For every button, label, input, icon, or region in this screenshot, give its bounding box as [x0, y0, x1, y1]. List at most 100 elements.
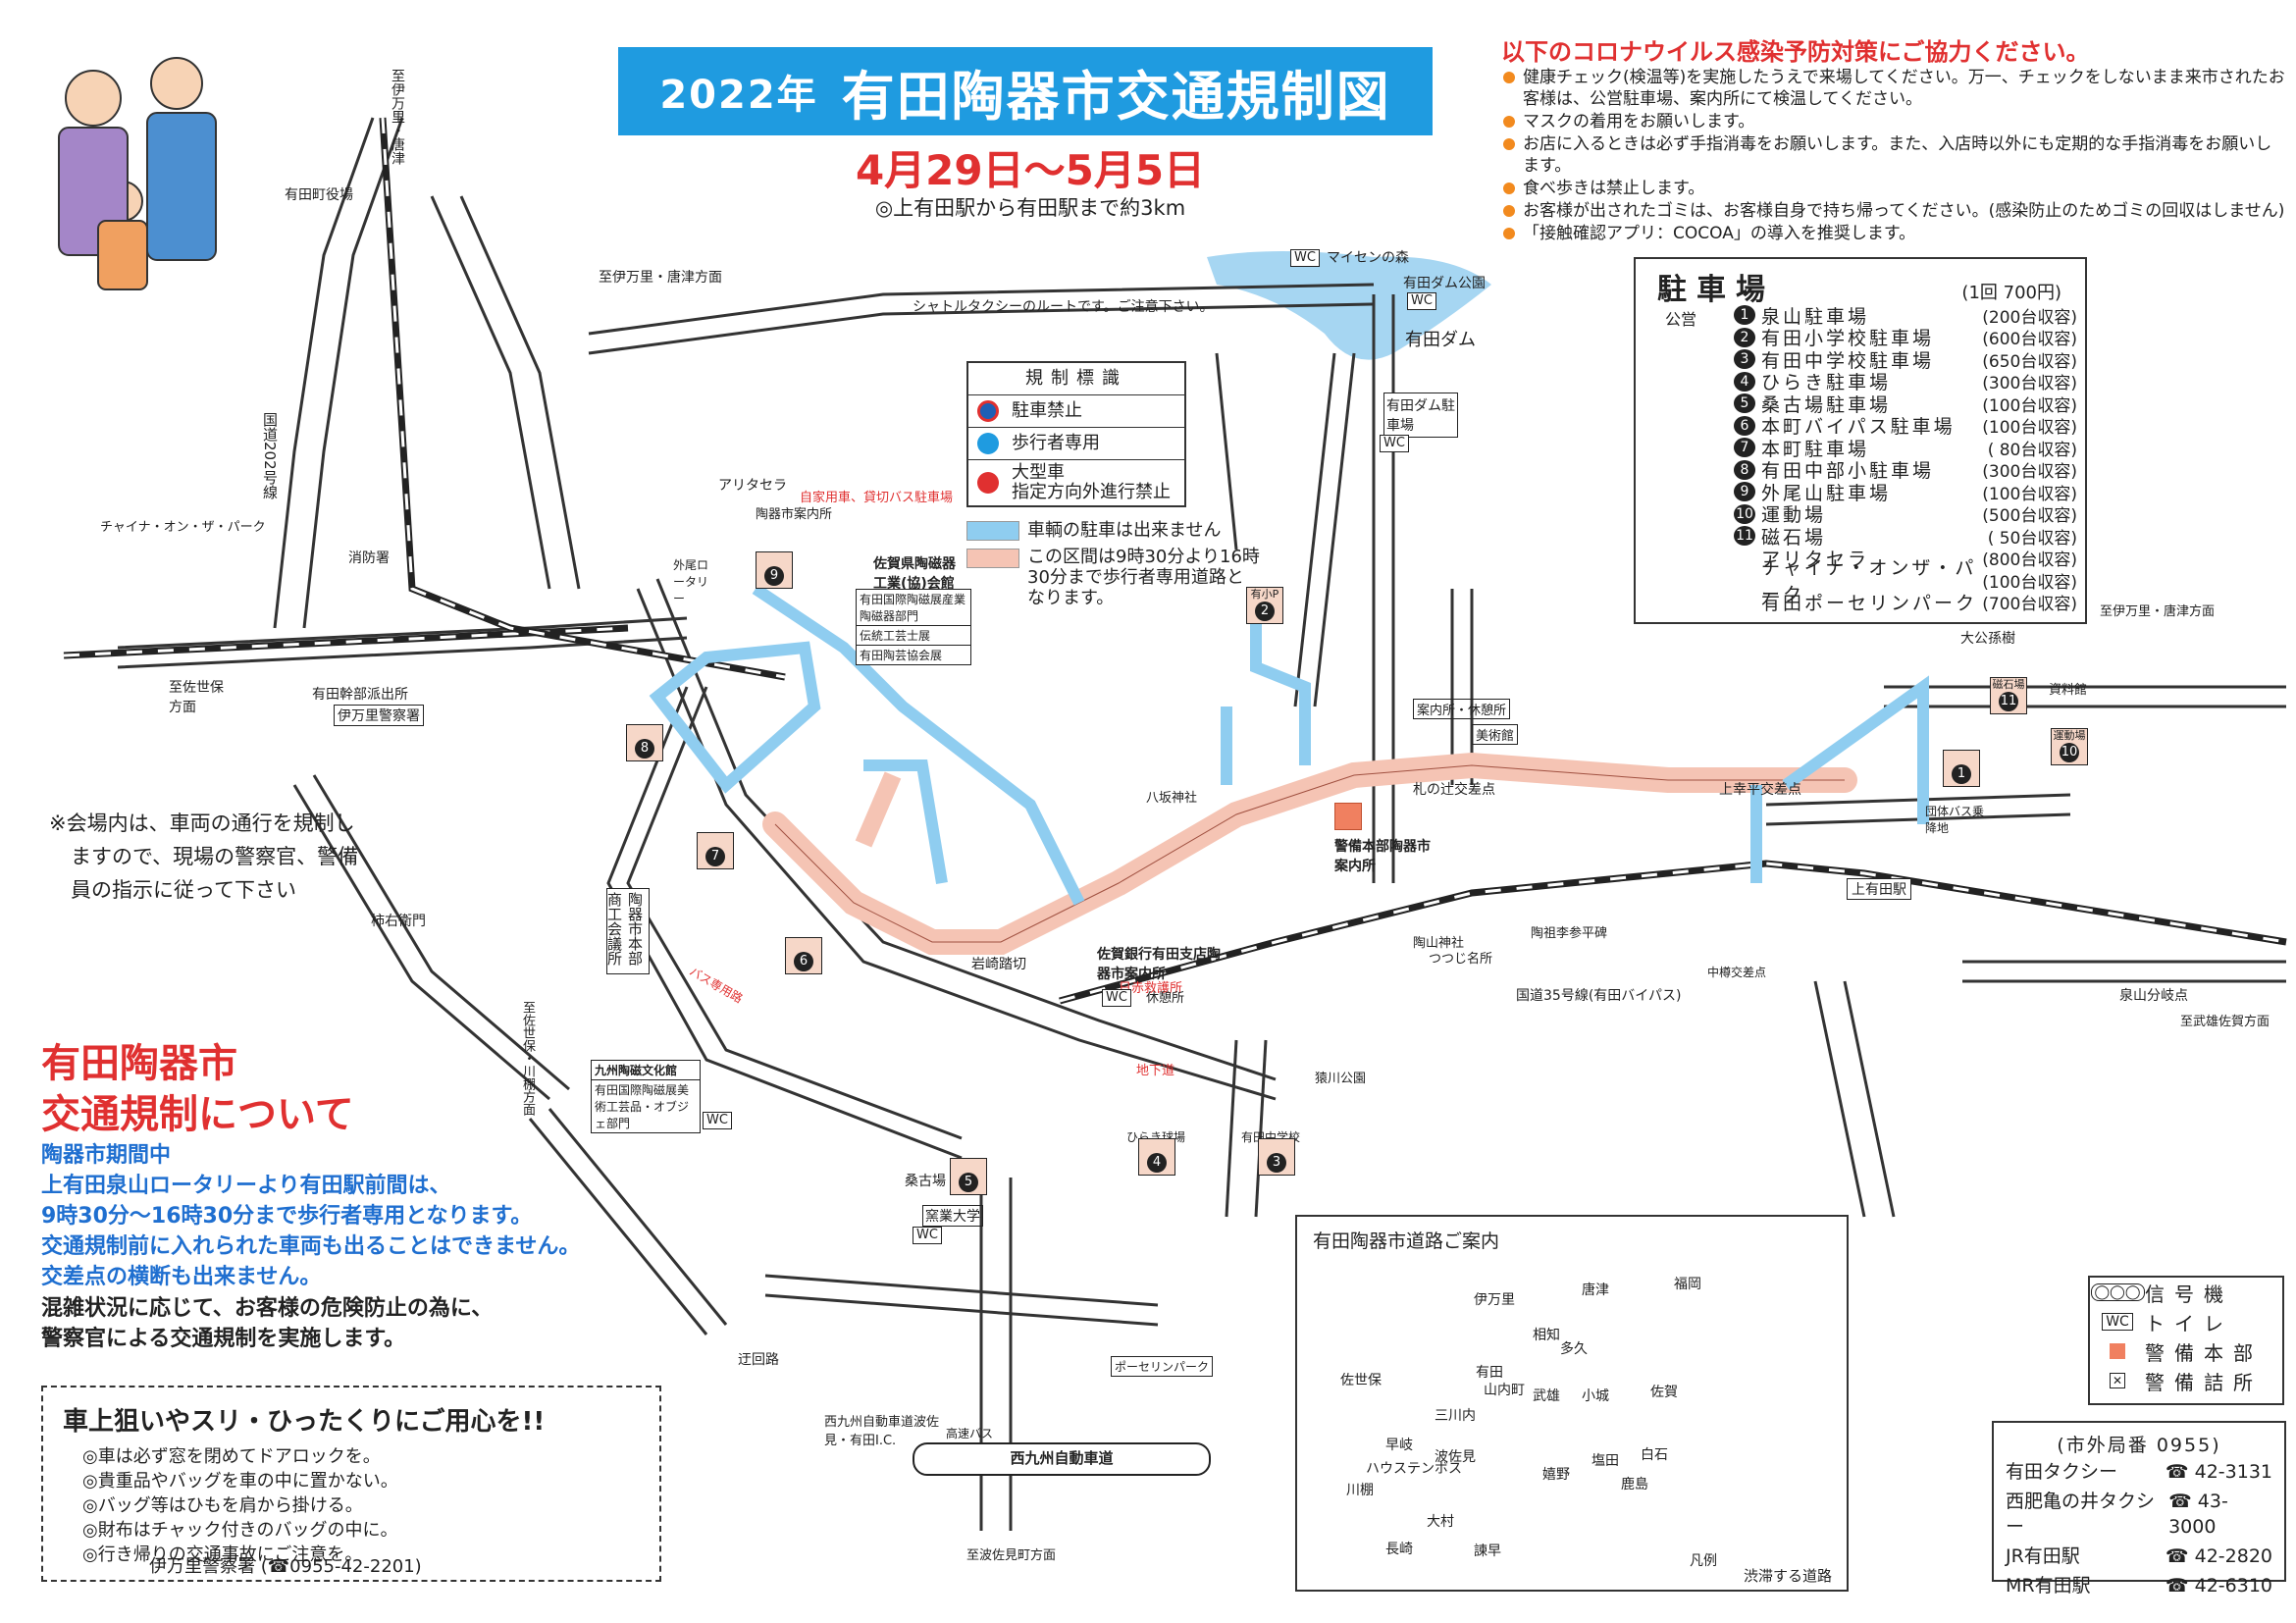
title-year: 2022年	[659, 73, 818, 118]
blue-line: 9時30分～16時30分まで歩行者専用となります。	[41, 1204, 533, 1229]
symbol-hq: 警備本部	[2098, 1336, 2282, 1366]
police-post-icon: ✕	[2110, 1373, 2125, 1388]
parking-number: 2	[1734, 327, 1755, 347]
inset-place-label: 波佐見	[1435, 1449, 1476, 1465]
label-to-imari2: 至伊万里・唐津方面	[599, 270, 722, 286]
no-parking-swatch	[966, 520, 1019, 541]
parking-title: 駐車場	[1657, 273, 1775, 307]
label-to-hasami: 至波佐見町方面	[966, 1548, 1057, 1563]
regulation-blue-text: 陶器市期間中上有田泉山ロータリーより有田駅前間は、9時30分～16時30分まで歩…	[41, 1140, 580, 1292]
parking-number: 9	[1734, 482, 1755, 502]
railway	[63, 117, 2287, 1005]
covid-item: 健康チェック(検温等)を実施したうえで来場してください。万一、チェックをしないま…	[1501, 67, 2286, 110]
label-dam-parking: 有田ダム駐車場	[1383, 393, 1458, 438]
inset-place-label: 相知	[1533, 1328, 1560, 1343]
label-expressway: 西九州自動車道	[913, 1442, 1211, 1476]
covid-title: 以下のコロナウイルス感染予防対策にご協力ください。	[1501, 38, 2090, 66]
parking-marker-4: 4	[1138, 1138, 1175, 1176]
exhibit-item: 伝統工芸士展	[857, 626, 970, 646]
pedestrian-icon	[977, 433, 999, 454]
parking-name: ひらき駐車場	[1761, 372, 1892, 394]
label-iwao: 岩崎踏切	[971, 957, 1026, 972]
parking-capacity: (200台収容)	[1982, 307, 2077, 328]
regulation-legend: 規制標識 駐車禁止 歩行者専用 大型車 指定方向外進行禁止	[966, 361, 1186, 507]
label-aritasera-info: 陶器市案内所	[756, 507, 833, 522]
wc-icon: WC	[913, 1227, 942, 1244]
label-sotoo-rotary: 外尾ロータリー	[673, 558, 709, 605]
label-shuttle-note: シャトルタクシーのルートです。ご注意下さい。	[913, 299, 1214, 315]
parking-capacity: (100台収容)	[1982, 395, 2077, 416]
parking-name: 有田ポーセリンパーク	[1761, 593, 1978, 615]
parking-name: 外尾山駐車場	[1761, 482, 1892, 504]
inset-place-label: 嬉野	[1542, 1467, 1570, 1483]
taxi-tel: ☎ 42-2820	[2165, 1545, 2272, 1567]
marker-label: 有小P	[1250, 588, 1279, 601]
symbol-post-label: 警備詰所	[2145, 1370, 2263, 1394]
taxi-row: MR有田駅☎ 42-6310	[1994, 1571, 2284, 1600]
label-dam-park: 有田ダム公園	[1403, 276, 1486, 291]
parking-marker-1: 1	[1943, 750, 1980, 787]
truck-icon	[977, 472, 999, 494]
parking-number	[1734, 549, 1755, 568]
label-route35: 国道35号線(有田バイパス)	[1516, 988, 1682, 1004]
symbol-wc-label: トイレ	[2145, 1311, 2233, 1335]
venue-note-line: ※会場内は、車両の通行を規制し	[49, 812, 355, 835]
parking-number: 11	[1734, 526, 1755, 547]
parking-capacity: (300台収容)	[1982, 374, 2077, 394]
inset-place-label: ハウステンボス	[1366, 1461, 1462, 1477]
venue-note-line: 員の指示に従って下さい	[71, 878, 296, 902]
taxi-tel: ☎ 43-3000	[2168, 1491, 2228, 1538]
label-nakataru: 中樽交差点	[1707, 966, 1767, 979]
bullet-icon	[1503, 138, 1515, 150]
label-touso-monument: 陶祖李参平碑	[1531, 926, 1608, 941]
symbol-wc: WC トイレ	[2098, 1307, 2282, 1336]
theft-item: ◎車は必ず窓を閉めてドアロックを。	[82, 1446, 381, 1467]
bullet-icon	[1503, 228, 1515, 239]
wc-icon: WC	[703, 1112, 732, 1129]
exhibit-item: 有田国際陶磁展産業陶磁器部門	[857, 590, 970, 626]
parking-name: チャイナ・オンザ・パーク	[1761, 557, 1977, 606]
label-ohkawa: 大公孫樹	[1960, 631, 2015, 647]
wc-icon: WC	[1407, 292, 1436, 310]
bullet-icon	[1503, 72, 1515, 83]
label-information: 案内所・休憩所	[1413, 699, 1511, 719]
label-touzan-shrine: 陶山神社	[1413, 936, 1465, 951]
parking-capacity: ( 80台収容)	[1987, 440, 2077, 460]
taxi-name: 有田タクシー	[2006, 1461, 2118, 1483]
label-bus-stop: 団体バス乗降地	[1925, 805, 1985, 835]
taxi-tel: ☎ 42-3131	[2165, 1461, 2272, 1483]
label-town-office: 有田町役場	[285, 187, 353, 203]
security-hq-marker	[1334, 803, 1362, 830]
parking-name: 泉山駐車場	[1761, 305, 1870, 328]
inset-place-label: 白石	[1641, 1447, 1668, 1463]
regulation-heading: 有田陶器市 交通規制について	[41, 1038, 354, 1140]
covid-item: お店に入るときは必ず手指消毒をお願いします。また、入店時以外にも定期的な手指消毒…	[1501, 133, 2286, 177]
bullet-icon	[1503, 116, 1515, 128]
taxi-row: 有田タクシー ☎ 42-3131	[1994, 1457, 2284, 1487]
label-saga-ceramics: 佐賀県陶磁器工業(協)会館	[873, 556, 956, 592]
parking-capacity: (700台収容)	[1982, 595, 2077, 615]
parking-row: アリタセラ(800台収容)	[1734, 548, 2077, 570]
parking-number: 1	[1734, 305, 1755, 326]
inset-place-label: 長崎	[1385, 1542, 1413, 1557]
parking-marker-6: 6	[785, 937, 822, 974]
inset-title: 有田陶器市道路ご案内	[1313, 1230, 1500, 1252]
parking-capacity: (100台収容)	[1982, 572, 2077, 593]
inset-legend-label: 凡例	[1690, 1553, 1717, 1569]
inset-place-label: 佐世保	[1340, 1373, 1382, 1388]
parking-marker-8: 8	[626, 724, 663, 761]
label-kami-arita-station: 上有田駅	[1847, 878, 1911, 900]
venue-note: ※会場内は、車両の通行を規制し ますので、現場の警察官、警備 員の指示に従って下…	[49, 807, 358, 907]
label-kakiemon: 柿右衛門	[371, 914, 426, 929]
inset-place-label: 唐津	[1582, 1283, 1609, 1298]
label-to-imari: 至伊万里・唐津	[390, 69, 405, 165]
marker-label: 運動場	[2053, 729, 2086, 742]
pedestrian-zone-text: この区間は9時30分より16時30分まで歩行者専用道路となります。	[1027, 547, 1260, 608]
parking-capacity: (100台収容)	[1982, 418, 2077, 439]
taxi-name: JR有田駅	[2006, 1545, 2080, 1567]
